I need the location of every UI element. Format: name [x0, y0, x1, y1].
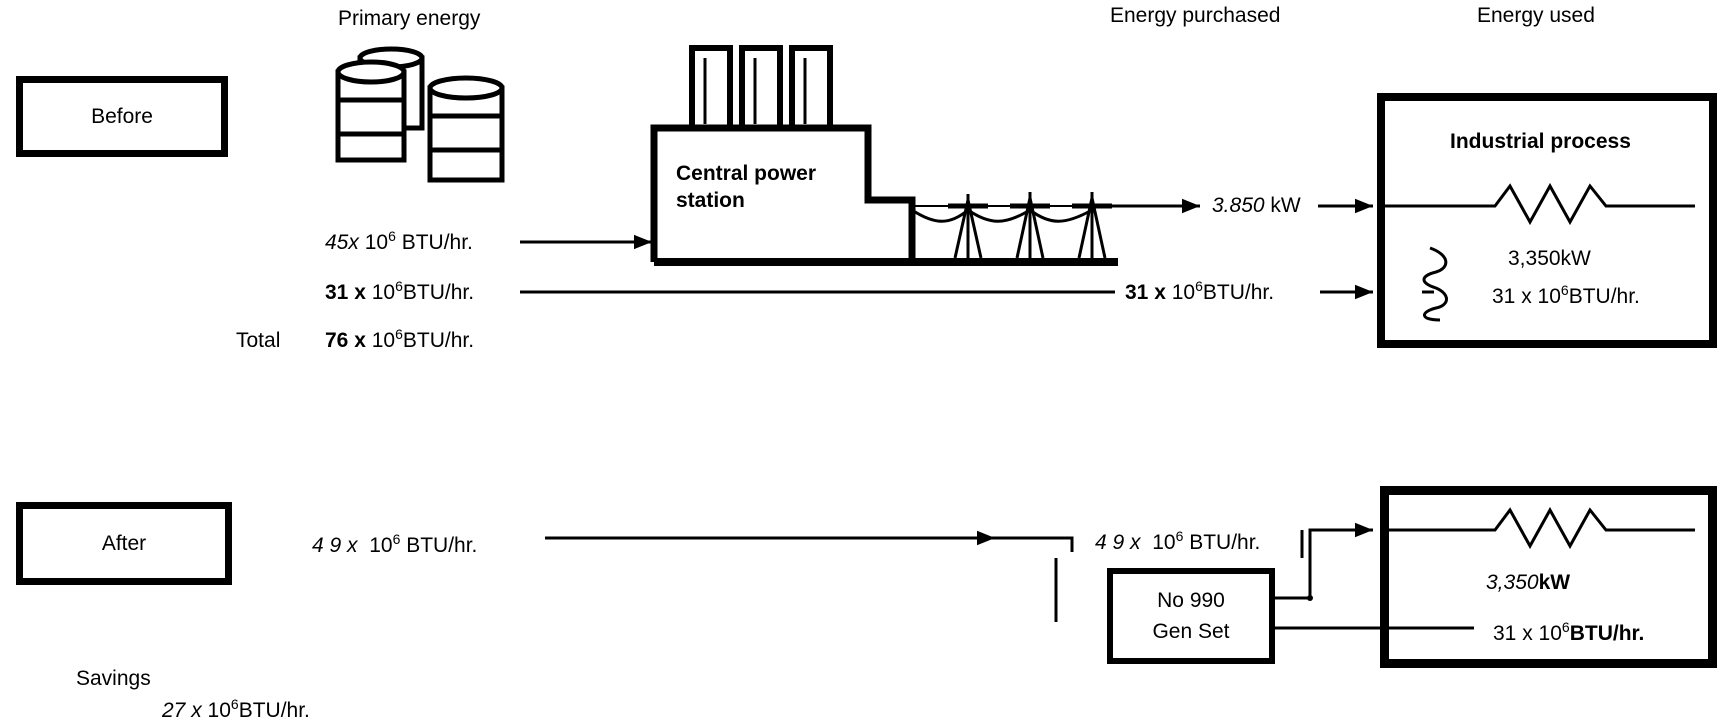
before-primary-elec-exp: 6 [388, 228, 396, 244]
before-primary-fuel-exp: 6 [395, 278, 403, 294]
savings-unit: BTU/hr. [238, 699, 310, 722]
before-used-heat-base: 10 [1537, 285, 1561, 308]
before-total-coef: 76 x [325, 329, 366, 352]
before-label-box: Before [16, 76, 228, 157]
header-primary-energy: Primary energy [338, 7, 481, 30]
before-flow-lines [520, 182, 1695, 322]
after-used-elec: 3,350kW [1486, 572, 1570, 593]
savings-coef: 27 x [162, 699, 202, 722]
before-total-label: Total [236, 329, 281, 352]
after-used-heat-base: 10 [1538, 622, 1562, 645]
after-purchased: 4 9 x 106 BTU/hr. [1095, 529, 1261, 554]
before-purchased-fuel-coef: 31 x [1125, 281, 1166, 304]
before-primary-fuel-unit: BTU/hr. [402, 281, 475, 304]
before-purchased-fuel: 31 x 106BTU/hr. [1125, 279, 1275, 304]
after-label-box: After [16, 502, 232, 585]
gen-set-line2: Gen Set [1152, 620, 1230, 643]
savings-label: Savings [76, 667, 151, 690]
savings-exp: 6 [230, 696, 239, 712]
power-station-icon [650, 45, 1118, 266]
transmission-tower-icon [911, 192, 1112, 259]
before-used-heat-exp: 6 [1560, 282, 1569, 298]
fuel-barrels-icon [335, 46, 505, 183]
junction-dot [1307, 595, 1313, 601]
before-total-unit: BTU/hr. [402, 329, 475, 352]
before-primary-fuel-coef: 31 x [325, 281, 366, 304]
before-total: 76 x 106BTU/hr. [325, 327, 475, 352]
after-used-heat: 31 x 106BTU/hr. [1493, 620, 1645, 645]
after-purchased-exp: 6 [1175, 528, 1184, 544]
after-primary-exp: 6 [392, 531, 401, 547]
after-purchased-coef: 4 9 x [1095, 531, 1141, 554]
before-primary-elec: 45x 106 BTU/hr. [325, 229, 473, 254]
before-primary-elec-unit: BTU/hr. [401, 231, 473, 254]
after-flow-lines [545, 506, 1695, 630]
after-industrial-process-box: 3,350kW 31 x 106BTU/hr. [1380, 486, 1717, 668]
gen-set-box: No 990 Gen Set [1107, 568, 1275, 664]
after-purchased-base: 10 [1152, 531, 1176, 554]
after-used-elec-unit: kW [1538, 571, 1571, 594]
before-purchased-fuel-unit: BTU/hr. [1202, 281, 1275, 304]
before-purchased-elec: 3.850 kW [1212, 195, 1301, 216]
after-primary-coef: 4 9 x [312, 534, 358, 557]
before-industrial-process-box: Industrial process 3,350kW 31 x 106BTU/h… [1377, 93, 1717, 348]
before-purchased-fuel-exp: 6 [1195, 278, 1203, 294]
header-energy-used: Energy used [1477, 4, 1595, 27]
after-primary-base: 10 [369, 534, 393, 557]
after-purchased-unit: BTU/hr. [1189, 531, 1261, 554]
after-used-elec-value: 3,350 [1486, 571, 1539, 594]
before-used-heat-unit: BTU/hr. [1568, 285, 1640, 308]
before-used-elec: 3,350kW [1508, 247, 1591, 270]
before-used-heat: 31 x 106BTU/hr. [1492, 283, 1640, 308]
before-purchased-elec-unit: kW [1270, 194, 1301, 217]
after-used-heat-exp: 6 [1561, 619, 1570, 635]
before-primary-elec-coef: 45x [325, 231, 359, 254]
before-total-base: 10 [371, 329, 396, 352]
before-label: Before [91, 105, 153, 128]
after-used-heat-unit: BTU/hr. [1569, 622, 1645, 645]
before-process-title: Industrial process [1450, 130, 1631, 153]
before-primary-fuel: 31 x 106BTU/hr. [325, 279, 475, 304]
before-purchased-elec-value: 3.850 [1212, 194, 1265, 217]
savings-base: 10 [207, 699, 231, 722]
after-primary: 4 9 x 106 BTU/hr. [312, 532, 478, 557]
after-used-heat-coef: 31 x [1493, 622, 1533, 645]
gen-set-line1: No 990 [1157, 589, 1225, 612]
power-station-label: Central power station [676, 162, 817, 213]
after-label: After [101, 532, 147, 555]
before-primary-fuel-base: 10 [371, 281, 396, 304]
header-energy-purchased: Energy purchased [1110, 4, 1281, 27]
before-used-heat-coef: 31 x [1492, 285, 1532, 308]
before-total-exp: 6 [395, 326, 403, 342]
before-purchased-fuel-base: 10 [1171, 281, 1196, 304]
before-primary-elec-base: 10 [364, 231, 389, 254]
savings-value: 27 x 106BTU/hr. [162, 697, 310, 722]
after-primary-unit: BTU/hr. [406, 534, 478, 557]
